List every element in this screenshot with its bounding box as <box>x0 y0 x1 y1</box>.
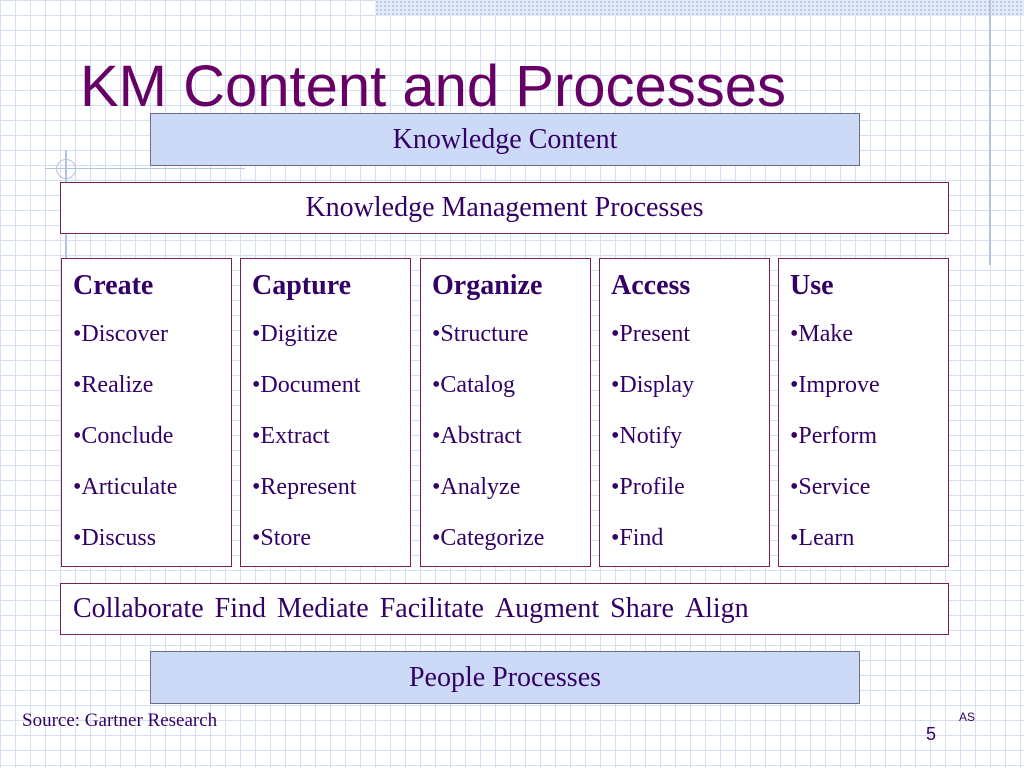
km-processes-band: Knowledge Management Processes <box>60 182 949 234</box>
column-item: Perform <box>790 411 948 462</box>
column-item: Improve <box>790 360 948 411</box>
people-processes-band: People Processes <box>150 651 860 704</box>
process-column-access: Access Present Display Notify Profile Fi… <box>599 258 770 567</box>
column-item: Notify <box>611 411 769 462</box>
column-item-list: Digitize Document Extract Represent Stor… <box>252 309 410 564</box>
column-heading: Use <box>790 270 834 301</box>
column-item: Catalog <box>432 360 590 411</box>
column-heading: Access <box>611 270 691 301</box>
column-item: Abstract <box>432 411 590 462</box>
column-item: Digitize <box>252 309 410 360</box>
collaboration-item: Find <box>214 593 266 624</box>
collaboration-item: Mediate <box>276 593 369 624</box>
column-item: Learn <box>790 513 948 564</box>
slide-title: KM Content and Processes <box>80 54 787 119</box>
column-heading: Organize <box>432 270 543 301</box>
source-note: Source: Gartner Research <box>22 710 218 731</box>
km-processes-label: Knowledge Management Processes <box>305 192 704 223</box>
column-item: Structure <box>432 309 590 360</box>
column-item: Articulate <box>73 462 231 513</box>
column-item: Realize <box>73 360 231 411</box>
column-item: Represent <box>252 462 410 513</box>
column-item: Service <box>790 462 948 513</box>
collaboration-item: Augment <box>494 593 600 624</box>
page-number: 5 <box>926 724 937 744</box>
collaboration-item: Align <box>684 593 749 624</box>
column-item: Discover <box>73 309 231 360</box>
column-item: Find <box>611 513 769 564</box>
column-item-list: Make Improve Perform Service Learn <box>790 309 948 564</box>
decorative-horizontal-line <box>45 168 245 169</box>
column-item: Categorize <box>432 513 590 564</box>
decorative-vertical-line <box>989 0 991 265</box>
collaboration-item: Facilitate <box>379 593 484 624</box>
column-item-list: Structure Catalog Abstract Analyze Categ… <box>432 309 590 564</box>
decorative-dotted-band <box>375 0 1024 16</box>
collaboration-item: Share <box>610 593 674 624</box>
process-column-organize: Organize Structure Catalog Abstract Anal… <box>420 258 591 567</box>
author-initials: AS <box>959 710 976 724</box>
column-item: Store <box>252 513 410 564</box>
process-column-use: Use Make Improve Perform Service Learn <box>778 258 949 567</box>
knowledge-content-label: Knowledge Content <box>392 123 618 155</box>
knowledge-content-band: Knowledge Content <box>150 113 860 166</box>
column-item: Profile <box>611 462 769 513</box>
column-item: Document <box>252 360 410 411</box>
process-column-create: Create Discover Realize Conclude Articul… <box>61 258 232 567</box>
column-item: Display <box>611 360 769 411</box>
column-item: Make <box>790 309 948 360</box>
column-item: Conclude <box>73 411 231 462</box>
column-item-list: Present Display Notify Profile Find <box>611 309 769 564</box>
column-heading: Create <box>73 270 154 301</box>
process-column-capture: Capture Digitize Document Extract Repres… <box>240 258 411 567</box>
column-heading: Capture <box>252 270 352 301</box>
column-item: Discuss <box>73 513 231 564</box>
column-item: Analyze <box>432 462 590 513</box>
collaboration-band: Collaborate Find Mediate Facilitate Augm… <box>60 583 949 635</box>
column-item: Present <box>611 309 769 360</box>
people-processes-label: People Processes <box>408 661 602 693</box>
column-item-list: Discover Realize Conclude Articulate Dis… <box>73 309 231 564</box>
decorative-crop-mark <box>56 159 76 179</box>
column-item: Extract <box>252 411 410 462</box>
collaboration-item: Collaborate <box>73 593 204 624</box>
